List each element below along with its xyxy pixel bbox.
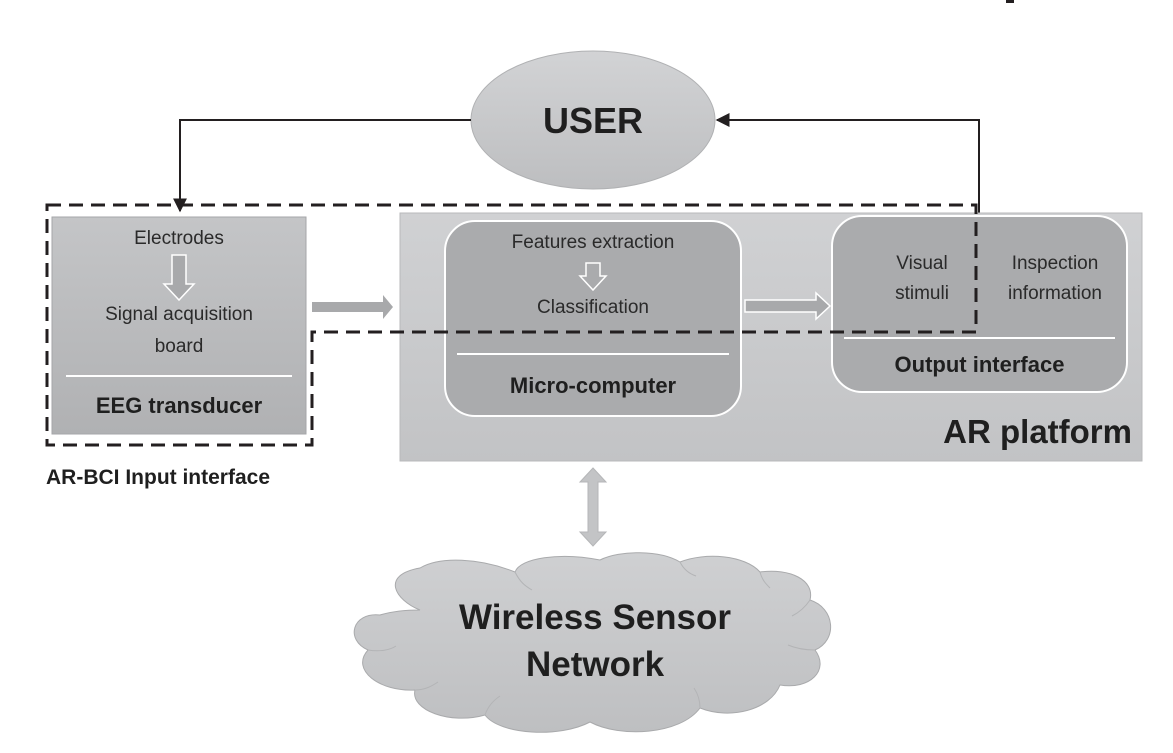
network-label-line1: Wireless Sensor — [458, 598, 732, 637]
input-interface-caption: AR-BCI Input interface — [46, 466, 271, 489]
user-to-electrodes-connector — [173, 119, 471, 213]
eeg-transducer-title: EEG transducer — [95, 393, 263, 418]
network-label-line2: Network — [525, 645, 665, 684]
visual-label: Visual — [896, 253, 948, 274]
signal-acquisition-label: Signal acquisition — [105, 304, 253, 325]
cloud-inner-contours — [367, 561, 816, 716]
information-label: information — [1008, 283, 1102, 304]
input-interface-boundary — [45, 203, 978, 447]
eeg-transducer-box — [51, 216, 307, 435]
platform-network-bidirectional-arrow-icon — [578, 467, 608, 547]
output-to-user-connector — [715, 113, 980, 215]
user-label: USER — [542, 100, 644, 141]
output-interface-title: Output interface — [894, 352, 1065, 377]
ar-platform-title: AR platform — [943, 413, 1132, 450]
micro-computer-box — [444, 220, 742, 417]
features-to-classification-arrow-icon — [578, 262, 608, 292]
electrodes-to-board-arrow-icon — [162, 254, 196, 302]
classification-label: Classification — [537, 297, 649, 318]
micro-computer-title: Micro-computer — [509, 373, 677, 398]
micro-to-output-arrow-icon — [744, 291, 832, 321]
board-label: board — [154, 336, 204, 357]
top-edge-mark — [1006, 0, 1014, 3]
stimuli-label: stimuli — [895, 283, 949, 304]
output-interface-box — [831, 215, 1128, 393]
electrodes-label: Electrodes — [134, 228, 224, 249]
wireless-network-cloud — [353, 552, 831, 733]
features-extraction-label: Features extraction — [511, 232, 675, 253]
inspection-label: Inspection — [1011, 253, 1099, 274]
eeg-to-platform-arrow-icon — [312, 295, 393, 319]
